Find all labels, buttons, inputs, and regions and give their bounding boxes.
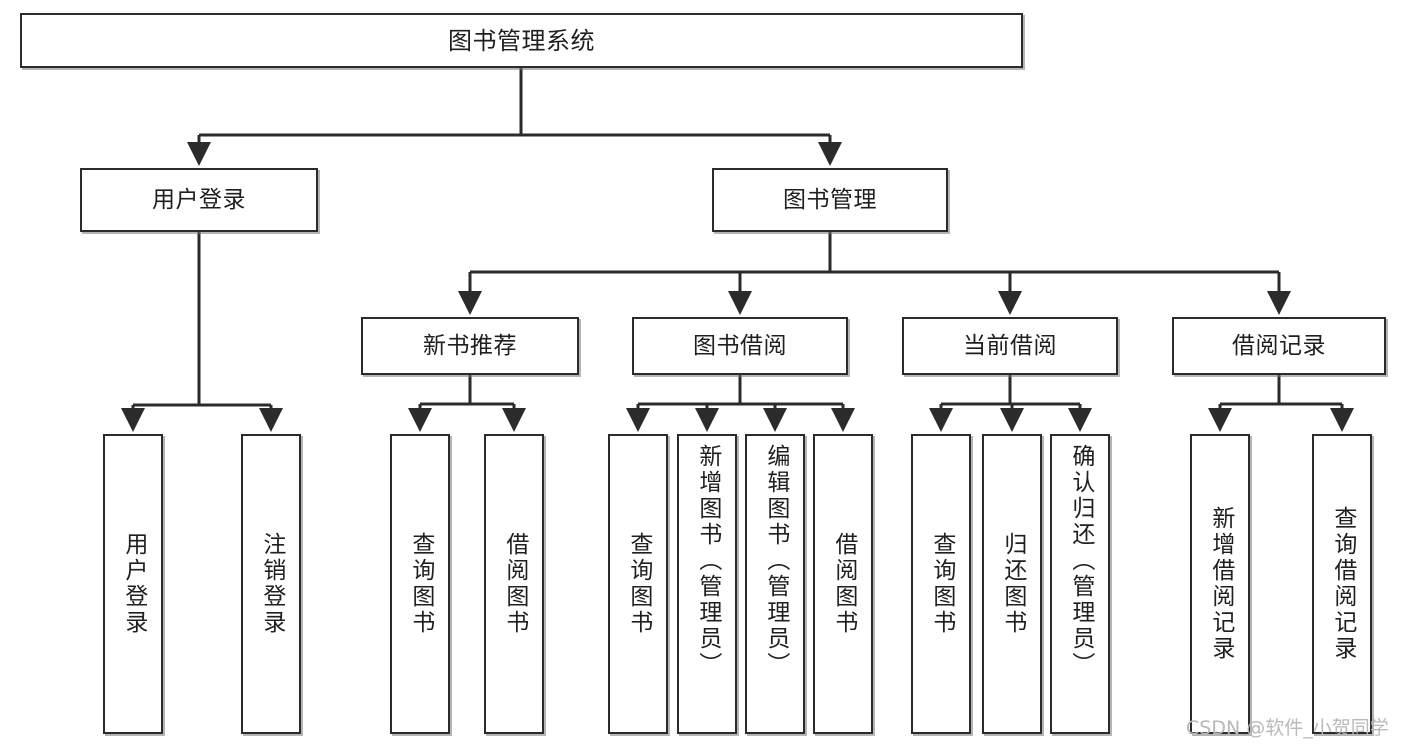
- node-label: 确认归还（管理员）: [1067, 444, 1094, 678]
- node-root-system[interactable]: 图书管理系统: [20, 13, 1023, 68]
- node-label: 新增图书（管理员）: [694, 444, 721, 678]
- node-borrowing-records[interactable]: 借阅记录: [1172, 317, 1386, 375]
- node-label: 图书管理: [783, 186, 877, 213]
- node-label: 借阅图书: [830, 532, 857, 636]
- node-leaf-query-borrow-record[interactable]: 查询借阅记录: [1312, 434, 1372, 734]
- node-leaf-user-login[interactable]: 用户登录: [103, 434, 163, 734]
- node-label: 借阅记录: [1232, 332, 1326, 359]
- node-leaf-borrow-query-book[interactable]: 查询图书: [608, 434, 668, 734]
- node-label: 查询图书: [928, 532, 955, 636]
- node-label: 新增借阅记录: [1207, 506, 1234, 662]
- node-label: 借阅图书: [501, 532, 528, 636]
- node-leaf-recommend-query-book[interactable]: 查询图书: [390, 434, 450, 734]
- node-leaf-current-query-book[interactable]: 查询图书: [911, 434, 971, 734]
- node-new-book-recommendation[interactable]: 新书推荐: [361, 317, 579, 375]
- node-label: 归还图书: [999, 532, 1026, 636]
- watermark-text: CSDN @软件_小贺同学: [1186, 717, 1389, 739]
- node-label: 用户登录: [120, 532, 147, 636]
- node-label: 查询借阅记录: [1329, 506, 1356, 662]
- node-label: 图书借阅: [693, 332, 787, 359]
- node-label: 注销登录: [258, 532, 285, 636]
- node-label: 新书推荐: [423, 332, 517, 359]
- node-leaf-recommend-borrow-book[interactable]: 借阅图书: [484, 434, 544, 734]
- node-leaf-confirm-return-admin[interactable]: 确认归还（管理员）: [1050, 434, 1110, 734]
- node-label: 编辑图书（管理员）: [762, 444, 789, 678]
- node-label: 查询图书: [407, 532, 434, 636]
- node-book-management[interactable]: 图书管理: [712, 168, 948, 232]
- node-user-login[interactable]: 用户登录: [80, 168, 318, 232]
- node-label: 用户登录: [152, 186, 246, 213]
- node-label: 当前借阅: [963, 332, 1057, 359]
- node-label: 图书管理系统: [448, 26, 595, 55]
- node-leaf-return-book[interactable]: 归还图书: [982, 434, 1042, 734]
- node-label: 查询图书: [625, 532, 652, 636]
- node-leaf-borrow-book[interactable]: 借阅图书: [813, 434, 873, 734]
- node-leaf-user-logout[interactable]: 注销登录: [241, 434, 301, 734]
- node-current-borrowing[interactable]: 当前借阅: [902, 317, 1118, 375]
- node-leaf-add-borrow-record[interactable]: 新增借阅记录: [1190, 434, 1250, 734]
- node-leaf-edit-book-admin[interactable]: 编辑图书（管理员）: [745, 434, 805, 734]
- node-leaf-add-book-admin[interactable]: 新增图书（管理员）: [677, 434, 737, 734]
- node-book-borrowing[interactable]: 图书借阅: [632, 317, 848, 375]
